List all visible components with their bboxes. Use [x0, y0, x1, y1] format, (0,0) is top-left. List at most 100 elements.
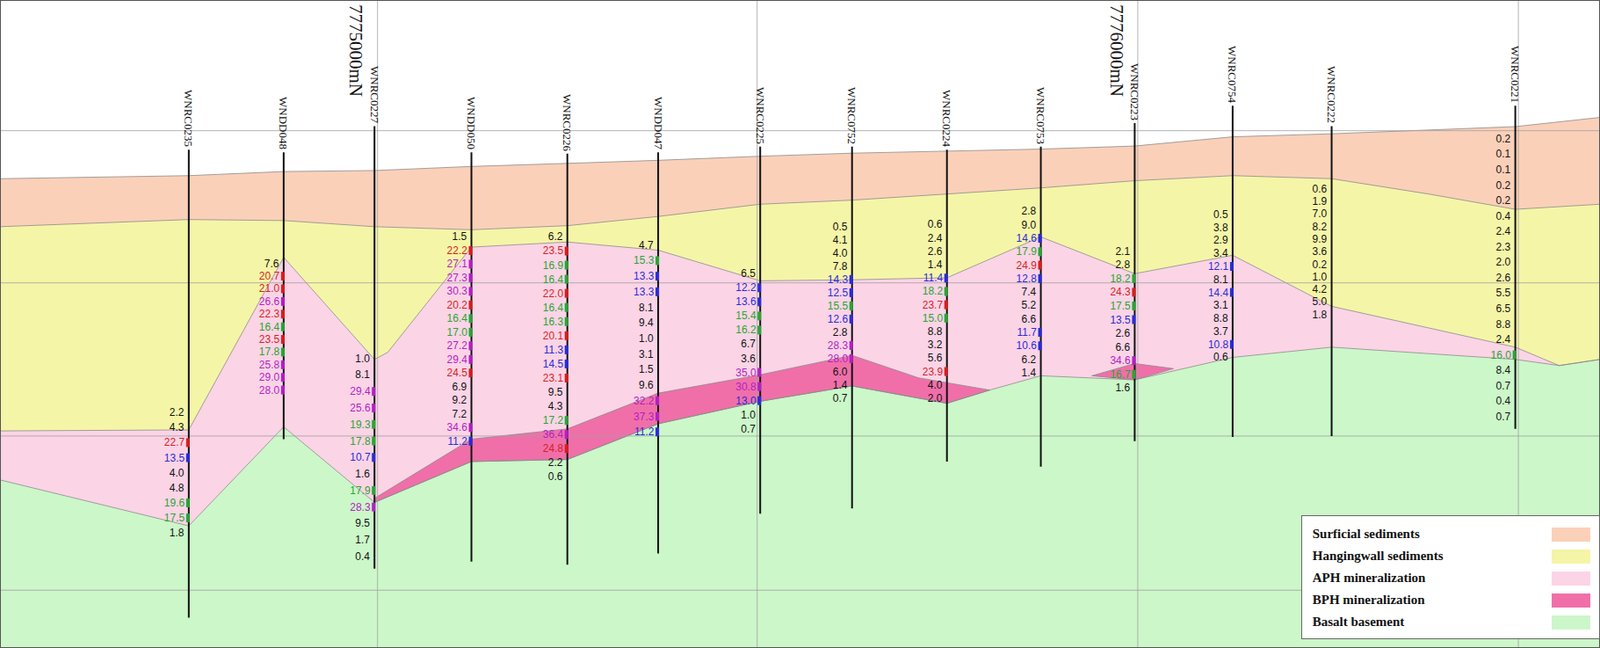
assay-value: 4.8	[169, 482, 185, 493]
assay-value: 4.0	[169, 467, 185, 478]
grade-tick	[564, 373, 569, 383]
grid-line	[0, 282, 1600, 283]
assay-value: 15.3	[633, 254, 654, 266]
assay-value: 16.7	[1109, 369, 1130, 380]
assay-value: 1.8	[169, 527, 185, 538]
assay-value: 21.0	[259, 282, 280, 294]
assay-value: 18.2	[1109, 273, 1130, 284]
drillhole-name: WNRC0227	[369, 65, 381, 124]
legend-swatch	[1551, 593, 1591, 608]
grade-tick	[281, 309, 285, 319]
grade-tick	[1038, 340, 1043, 350]
assay-value: 1.4	[832, 379, 848, 391]
assay-value: 0.6	[548, 470, 564, 482]
assay-value: 6.0	[832, 366, 848, 377]
assay-value: 24.8	[542, 442, 564, 454]
assay-value: 7.4	[1021, 286, 1037, 297]
assay-value: 1.7	[354, 534, 370, 545]
assay-value: 2.6	[1114, 327, 1130, 339]
drillhole-name: WNRC0235	[182, 89, 195, 147]
grade-tick	[944, 367, 949, 377]
drillhole-trace	[1331, 125, 1333, 435]
northing-label: 7775000mN	[346, 4, 365, 97]
legend-swatch	[1551, 549, 1591, 564]
assay-value: 7.0	[1312, 208, 1328, 219]
grade-tick	[281, 334, 285, 344]
grade-tick	[655, 427, 659, 436]
grade-tick	[944, 313, 949, 323]
grade-tick	[371, 403, 376, 413]
assay-value: 1.4	[927, 259, 943, 270]
grade-tick	[186, 498, 190, 507]
assay-value: 3.4	[1213, 247, 1229, 259]
assay-value: 1.5	[452, 231, 468, 242]
grade-tick	[564, 331, 569, 341]
assay-value: 1.0	[354, 353, 370, 364]
assay-value: 2.8	[1114, 259, 1130, 270]
assay-value: 13.5	[164, 452, 185, 464]
assay-value: 13.0	[735, 395, 756, 406]
assay-value: 8.4	[1496, 364, 1512, 376]
assay-value: 23.1	[542, 372, 564, 384]
grade-tick	[655, 255, 659, 265]
assay-value: 19.3	[349, 419, 370, 430]
assay-value: 29.4	[349, 385, 370, 397]
assay-value: 9.4	[638, 317, 654, 328]
grade-tick	[469, 368, 473, 377]
grade-tick	[564, 275, 569, 284]
legend-label: APH mineralization	[1312, 570, 1427, 586]
grade-tick	[1131, 315, 1136, 325]
assay-value: 16.4	[259, 321, 280, 333]
grade-tick	[564, 443, 569, 453]
drillhole-name: WNDD050	[465, 96, 478, 150]
grade-tick	[281, 322, 285, 332]
assay-value: 3.2	[927, 339, 943, 350]
grade-tick	[1131, 274, 1136, 283]
legend-entry: Hangingwall sediments	[1312, 544, 1591, 567]
grade-tick	[564, 289, 569, 298]
assay-value: 7.2	[452, 408, 468, 420]
assay-value: 27.1	[447, 258, 468, 269]
assay-value: 5.6	[927, 352, 943, 363]
surficial-layer	[0, 117, 1600, 648]
bph-lens	[374, 354, 990, 502]
assay-value: 5.2	[1021, 299, 1037, 311]
assay-value: 27.2	[447, 340, 468, 351]
assay-value: 12.1	[1208, 260, 1229, 272]
legend-box: Surficial sedimentsHangingwall sediments…	[1301, 514, 1600, 639]
assay-value: 2.1	[1114, 246, 1130, 257]
grade-tick	[469, 313, 473, 323]
assay-value: 16.4	[542, 274, 564, 285]
assay-value: 2.4	[927, 232, 943, 244]
grade-tick	[944, 300, 949, 310]
assay-value: 0.7	[832, 392, 848, 404]
assay-value: 20.1	[542, 330, 564, 341]
grade-tick	[469, 286, 473, 296]
assay-value: 1.6	[354, 468, 370, 479]
assay-value: 19.6	[164, 497, 185, 508]
assay-value: 24.3	[1109, 286, 1130, 297]
assay-value: 29.4	[447, 354, 468, 365]
assay-value: 12.5	[827, 287, 848, 298]
assay-value: 30.8	[735, 381, 756, 392]
northing-label: 7776000mN	[1107, 4, 1126, 97]
grade-tick	[564, 246, 569, 255]
drillhole-name: WNRC0224	[941, 89, 953, 147]
assay-value: 3.1	[1213, 299, 1229, 311]
drillhole-trace	[566, 153, 569, 565]
assay-value: 6.5	[1496, 303, 1512, 314]
assay-value: 2.0	[1496, 256, 1512, 268]
grade-tick	[469, 436, 473, 446]
grade-tick	[371, 452, 376, 462]
assay-value: 28.0	[259, 384, 280, 396]
assay-value: 10.6	[1016, 340, 1037, 351]
grade-tick	[944, 273, 949, 283]
assay-value: 1.5	[638, 363, 654, 375]
grade-tick	[757, 382, 761, 391]
assay-value: 5.0	[1312, 296, 1328, 307]
assay-value: 9.9	[1312, 233, 1328, 245]
assay-value: 35.0	[735, 367, 756, 378]
grade-tick	[1131, 369, 1136, 379]
assay-value: 0.7	[1496, 380, 1512, 391]
